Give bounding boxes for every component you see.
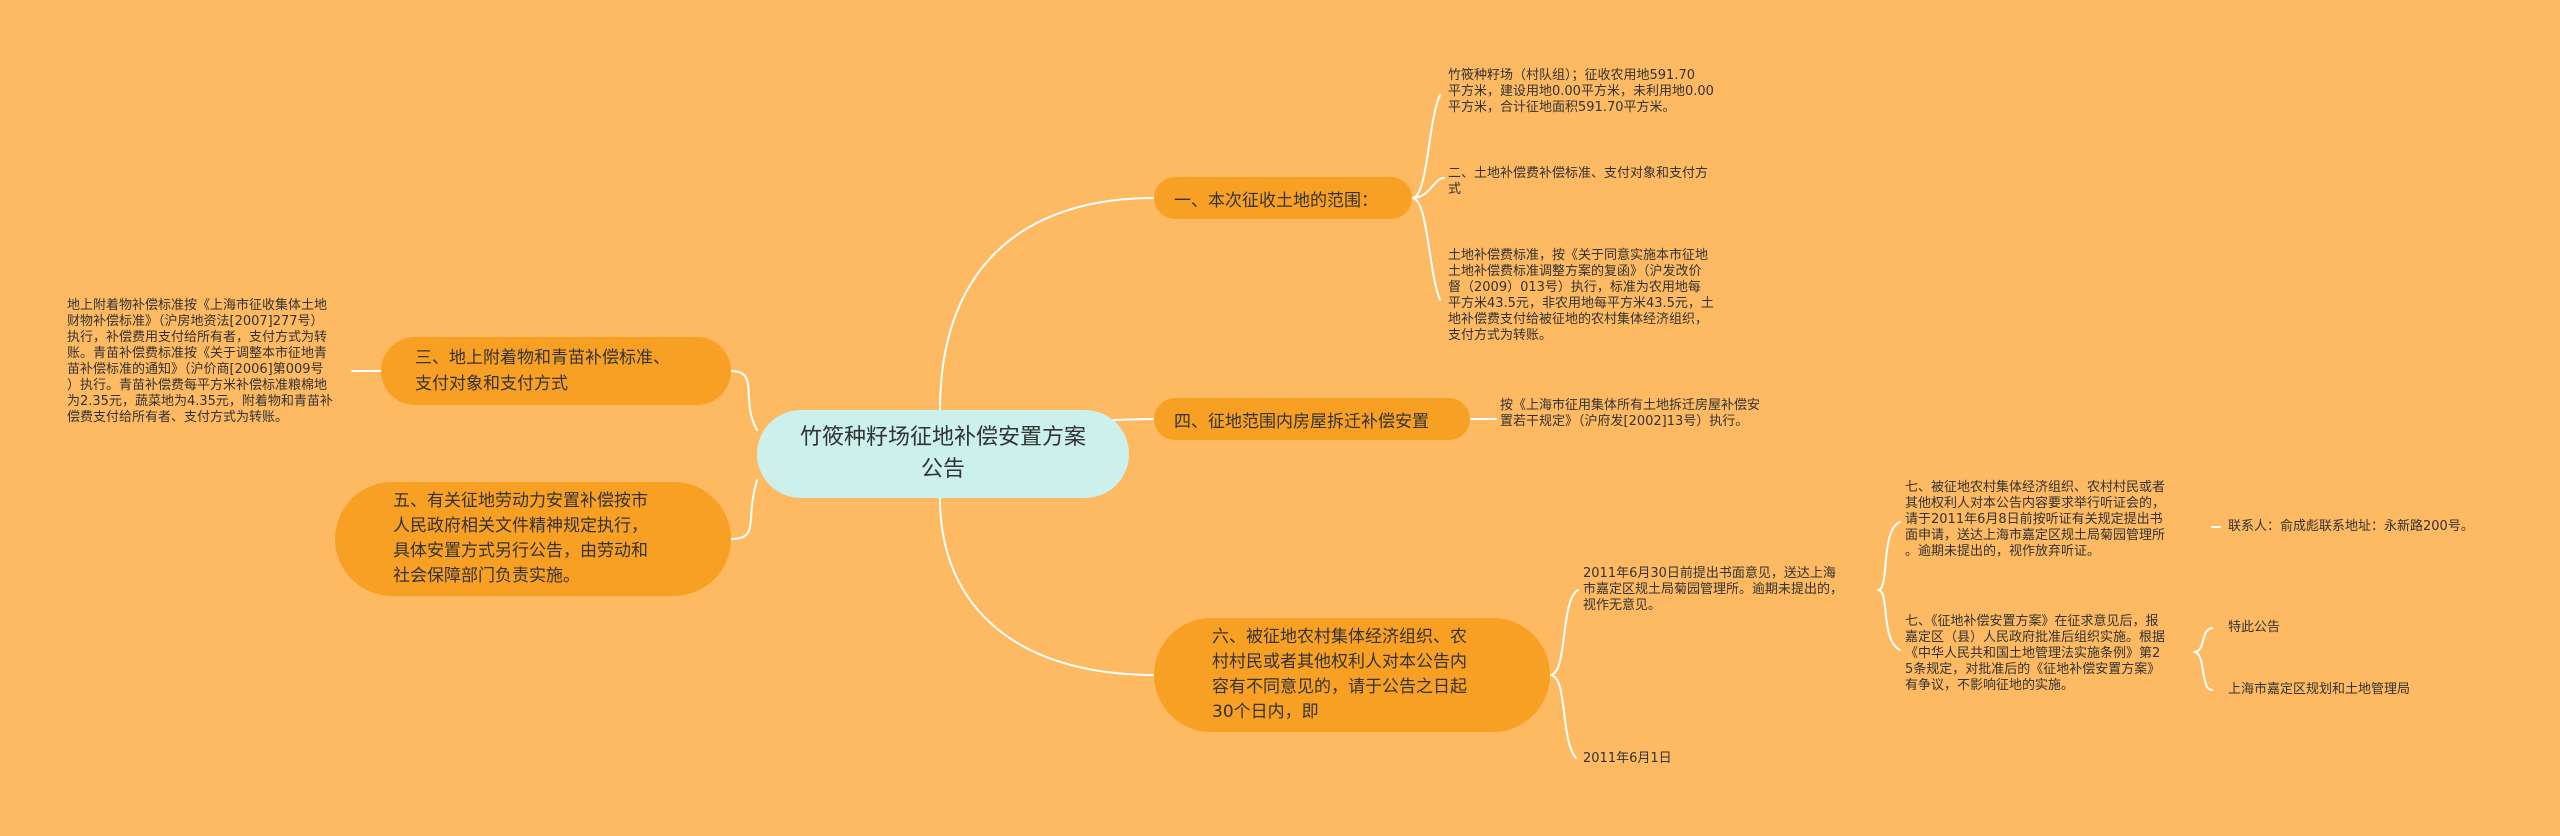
text-line: 视作无意见。 (1583, 598, 1662, 613)
text-line: 竹筱种籽场（村队组）；征收农用地591.70 (1448, 68, 1695, 83)
text-line: 特此公告 (2228, 620, 2281, 635)
text-line: 容有不同意见的，请于公告之日起 (1212, 677, 1467, 697)
text-line: 嘉定区（县）人民政府批准后组织实施。根据 (1905, 630, 2166, 645)
text-line: 市嘉定区规土局菊园管理所。逾期未提出的， (1583, 582, 1844, 597)
text-line: 上海市嘉定区规划和土地管理局 (2228, 682, 2411, 697)
text-line: 财物补偿标准》（沪房地资法[2007]277号） (67, 314, 324, 329)
text-line: 请于2011年6月8日前按听证有关规定提出书 (1905, 512, 2163, 527)
branch-objections[interactable]: 六、被征地农村集体经济组织、农 村村民或者其他权利人对本公告内 容有不同意见的，… (1154, 618, 1550, 732)
text-line: 30个日内，即 (1212, 702, 1319, 722)
text-line: 七、被征地农村集体经济组织、农村村民或者 (1905, 480, 2166, 495)
text-line: 式 (1448, 182, 1462, 197)
branch-label: 四、征地范围内房屋拆迁补偿安置 (1174, 411, 1429, 432)
text-line: 执行，补偿费用支付给所有者，支付方式为转 (67, 330, 328, 345)
text-line: 督（2009）013号）执行，标准为农用地每 (1448, 280, 1701, 295)
leaf-issuer: 上海市嘉定区规划和土地管理局 (2228, 682, 2410, 698)
text-line: 5条规定，对批准后的《征地补偿安置方案》 (1905, 662, 2161, 677)
branch-labor-resettlement[interactable]: 五、有关征地劳动力安置补偿按市 人民政府相关文件精神规定执行， 具体安置方式另行… (335, 482, 731, 596)
text-line: 苗补偿标准的通知》（沪价商[2006]第009号 (67, 362, 324, 377)
root-title: 竹筱种籽场征地补偿安置方案公告 (799, 425, 1086, 482)
text-line: 有争议，不影响征地的实施。 (1905, 678, 2075, 693)
link-b6-children (1549, 589, 1579, 759)
text-line: 偿费支付给所有者、支付方式为转账。 (67, 410, 289, 425)
text-line: 地上附着物补偿标准按《上海市征收集体土地 (67, 298, 328, 313)
text-line: 平方米，建设用地0.00平方米，未利用地0.00 (1448, 84, 1714, 99)
text-line: 。逾期未提出的，视作放弃听证。 (1905, 544, 2101, 559)
link-sub2-children (2193, 627, 2213, 691)
text-line: 地补偿费支付给被征地的农村集体经济组织， (1448, 312, 1709, 327)
text-line: 支付对象和支付方式 (415, 374, 568, 394)
text-line: 村村民或者其他权利人对本公告内 (1212, 652, 1467, 672)
link-root-b3 (730, 370, 758, 431)
text-line: 按《上海市征用集体所有土地拆迁房屋补偿安 (1500, 398, 1761, 413)
text-line: 社会保障部门负责实施。 (393, 566, 580, 586)
text-line: 支付方式为转账。 (1448, 328, 1553, 343)
branch-housing-demolition[interactable]: 四、征地范围内房屋拆迁补偿安置 (1154, 398, 1470, 440)
text-line: 其他权利人对本公告内容要求举行听证会的， (1905, 496, 2166, 511)
text-line: 七、《征地补偿安置方案》在征求意见后，报 (1905, 614, 2159, 629)
text-line: ）执行。青苗补偿费每平方米补偿标准粮棉地 (67, 378, 328, 393)
leaf-notice: 特此公告 (2228, 620, 2280, 636)
text-line: 二、土地补偿费补偿标准、支付对象和支付方 (1448, 166, 1709, 181)
leaf-compensation-heading: 二、土地补偿费补偿标准、支付对象和支付方 式 (1448, 166, 1708, 198)
leaf-contact: 联系人：俞成彪联系地址：永新路200号。 (2228, 519, 2474, 535)
leaf-compensation-standard: 土地补偿费标准，按《关于同意实施本市征地 土地补偿费标准调整方案的复函》（沪发改… (1448, 248, 1714, 344)
text-line: 土地补偿费标准，按《关于同意实施本市征地 (1448, 248, 1709, 263)
text-line: 面申请，送达上海市嘉定区规土局菊园管理所 (1905, 528, 2166, 543)
leaf-hearing-request: 七、被征地农村集体经济组织、农村村民或者 其他权利人对本公告内容要求举行听证会的… (1905, 480, 2165, 560)
text-line: 土地补偿费标准调整方案的复函》（沪发改价 (1448, 264, 1702, 279)
text-line: 五、有关征地劳动力安置补偿按市 (393, 491, 648, 511)
text-line: 为2.35元，蔬菜地为4.35元，附着物和青苗补 (67, 394, 333, 409)
leaf-housing-rule: 按《上海市征用集体所有土地拆迁房屋补偿安 置若干规定》（沪府发[2002]13号… (1500, 398, 1760, 430)
leaf-attachments-standard: 地上附着物补偿标准按《上海市征收集体土地 财物补偿标准》（沪房地资法[2007]… (67, 298, 333, 426)
root-topic[interactable]: 竹筱种籽场征地补偿安置方案公告 (757, 410, 1129, 498)
leaf-approval: 七、《征地补偿安置方案》在征求意见后，报 嘉定区（县）人民政府批准后组织实施。根… (1905, 614, 2165, 694)
text-line: 具体安置方式另行公告，由劳动和 (393, 541, 648, 561)
branch-land-scope[interactable]: 一、本次征收土地的范围： (1154, 177, 1412, 219)
link-root-b1 (939, 197, 1155, 411)
text-line: 六、被征地农村集体经济组织、农 (1212, 627, 1467, 647)
link-root-b6 (939, 497, 1155, 676)
text-line: 人民政府相关文件精神规定执行， (393, 516, 648, 536)
text-line: 2011年6月1日 (1583, 751, 1672, 766)
link-root-b5 (730, 479, 758, 540)
text-line: 《中华人民共和国土地管理法实施条例》第2 (1905, 646, 2161, 661)
text-line: 联系人：俞成彪联系地址：永新路200号。 (2228, 519, 2474, 534)
branch-attachments-crops[interactable]: 三、地上附着物和青苗补偿标准、 支付对象和支付方式 (381, 337, 731, 405)
text-line: 账。青苗补偿费标准按《关于调整本市征地青 (67, 346, 328, 361)
leaf-land-area: 竹筱种籽场（村队组）；征收农用地591.70 平方米，建设用地0.00平方米，未… (1448, 68, 1714, 116)
link-mid1-children (1877, 521, 1901, 651)
leaf-deadline: 2011年6月30日前提出书面意见，送达上海 市嘉定区规土局菊园管理所。逾期未提… (1583, 566, 1843, 614)
link-b1-leaves (1411, 94, 1445, 301)
leaf-date: 2011年6月1日 (1583, 751, 1672, 767)
text-line: 2011年6月30日前提出书面意见，送达上海 (1583, 566, 1836, 581)
text-line: 三、地上附着物和青苗补偿标准、 (415, 348, 670, 368)
text-line: 平方米，合计征地面积591.70平方米。 (1448, 100, 1676, 115)
branch-label: 一、本次征收土地的范围： (1174, 190, 1378, 211)
text-line: 置若干规定》（沪府发[2002]13号）执行。 (1500, 414, 1749, 429)
text-line: 平方米43.5元，非农用地每平方米43.5元，土 (1448, 296, 1714, 311)
